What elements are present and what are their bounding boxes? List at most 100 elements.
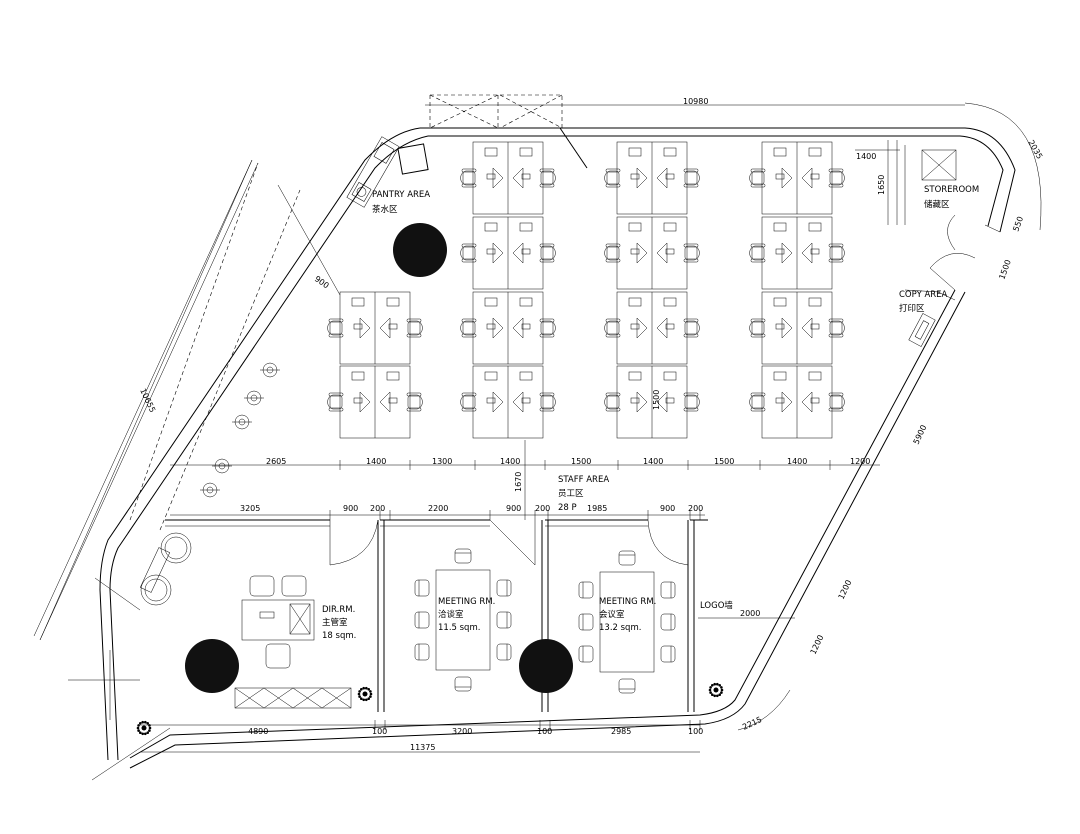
sofa-icon	[139, 532, 192, 606]
monitor-icon	[628, 147, 642, 157]
chair-icon	[604, 168, 621, 188]
monitor-icon	[808, 222, 822, 232]
chair-icon	[327, 318, 344, 338]
workstation-pod	[604, 141, 700, 215]
dim-desk-row: 1400	[366, 457, 386, 466]
meeting2-area: 13.2 sqm.	[599, 623, 641, 633]
director-cabinet	[234, 687, 352, 709]
meeting1-area: 11.5 sqm.	[438, 623, 480, 633]
monitor-icon	[628, 222, 642, 232]
chair-icon	[749, 392, 766, 412]
monitor-icon	[484, 297, 498, 307]
dim-right-segment: 1500	[997, 258, 1012, 280]
dim-room-row: 900	[343, 504, 358, 513]
monitor-icon	[519, 371, 533, 381]
chair-icon	[578, 581, 594, 599]
workstation-pod	[460, 291, 556, 365]
dim-room-row: 900	[506, 504, 521, 513]
director-area: 18 sqm.	[322, 631, 356, 641]
chair-icon	[460, 392, 477, 412]
dim-room-row: 1985	[587, 504, 607, 513]
chair-icon	[496, 579, 512, 597]
chair-icon	[539, 392, 556, 412]
workstation-pod	[460, 216, 556, 290]
workstation-pod	[327, 291, 423, 365]
monitor-icon	[386, 297, 400, 307]
monitor-icon	[628, 297, 642, 307]
chair-icon	[414, 611, 430, 629]
director-desk	[241, 599, 315, 641]
stool-icon	[200, 482, 220, 498]
chair-icon	[828, 243, 845, 263]
dim-bottom-row: 100	[688, 727, 703, 736]
monitor-icon	[808, 147, 822, 157]
chair-icon	[414, 643, 430, 661]
director-label-zh: 主管室	[322, 617, 348, 628]
dim-desk-row: 1300	[432, 457, 452, 466]
chair-icon	[460, 168, 477, 188]
dim-desk-row: 2605	[266, 457, 286, 466]
dim-room-row: 2200	[428, 504, 448, 513]
workstation-pod	[327, 365, 423, 439]
chair-icon	[828, 392, 845, 412]
staff-count: 28 P	[558, 503, 577, 513]
chair-icon	[660, 645, 676, 663]
monitor-icon	[663, 371, 677, 381]
workstation-pod	[749, 365, 845, 439]
monitor-icon	[519, 147, 533, 157]
dim-bottom-row: 100	[372, 727, 387, 736]
room-labels: PANTRY AREA 茶水区 STOREROOM 储藏区 COPY AREA …	[322, 185, 979, 641]
dim-top-width: 10980	[683, 97, 708, 106]
chair-icon	[539, 168, 556, 188]
dim-desk-row: 1400	[643, 457, 663, 466]
chair-icon	[749, 243, 766, 263]
monitor-icon	[484, 147, 498, 157]
dim-right-door: 550	[1011, 215, 1025, 232]
workstation-pod	[460, 141, 556, 215]
pantry-label-en: PANTRY AREA	[372, 190, 430, 200]
monitor-icon	[519, 222, 533, 232]
plant-icon	[136, 720, 152, 736]
meeting2-label-zh: 会议室	[599, 609, 625, 620]
chair-icon	[618, 550, 636, 566]
monitor-icon	[808, 371, 822, 381]
copy-label-zh: 打印区	[899, 303, 925, 314]
monitor-icon	[351, 297, 365, 307]
monitor-icon	[663, 297, 677, 307]
monitor-icon	[808, 297, 822, 307]
dim-left-long: 10655	[138, 387, 157, 414]
workstation-pod	[749, 291, 845, 365]
door-swing-icon	[329, 519, 379, 566]
monitor-icon	[351, 371, 365, 381]
stool-icon	[212, 458, 232, 474]
chair-icon	[539, 243, 556, 263]
monitor-icon	[628, 371, 642, 381]
meeting-table-1	[435, 569, 491, 671]
chair-icon	[454, 676, 472, 692]
workstation-pod	[604, 216, 700, 290]
chair-icon	[604, 318, 621, 338]
dimension-lines	[39, 104, 965, 753]
meeting1-label-en: MEETING RM.	[438, 597, 495, 607]
workstation-pod	[749, 141, 845, 215]
chair-icon	[660, 613, 676, 631]
chair-icon	[414, 579, 430, 597]
dim-bottom-right-corner: 2215	[741, 715, 763, 732]
meeting1-label-zh: 洽谈室	[438, 609, 464, 620]
pantry-label-zh: 茶水区	[372, 204, 398, 215]
meeting-furniture	[234, 548, 676, 709]
dim-room-row: 200	[688, 504, 703, 513]
chair-icon	[683, 392, 700, 412]
chair-icon	[327, 392, 344, 412]
dim-right-long: 5900	[912, 424, 929, 446]
outer-walls	[33, 94, 1042, 781]
dim-corridor-gap: 1670	[514, 472, 523, 492]
plant-icon	[136, 362, 724, 736]
plant-icon	[357, 686, 373, 702]
storeroom-box-icon	[921, 149, 957, 181]
dimension-labels: 10980 2035 1400 1650 550 1500 5900 1200 …	[138, 97, 1044, 752]
dim-bottom-row: 3200	[452, 727, 472, 736]
dim-bottom-row: 4890	[248, 727, 268, 736]
staff-workstations	[327, 141, 845, 439]
chair-icon	[749, 168, 766, 188]
